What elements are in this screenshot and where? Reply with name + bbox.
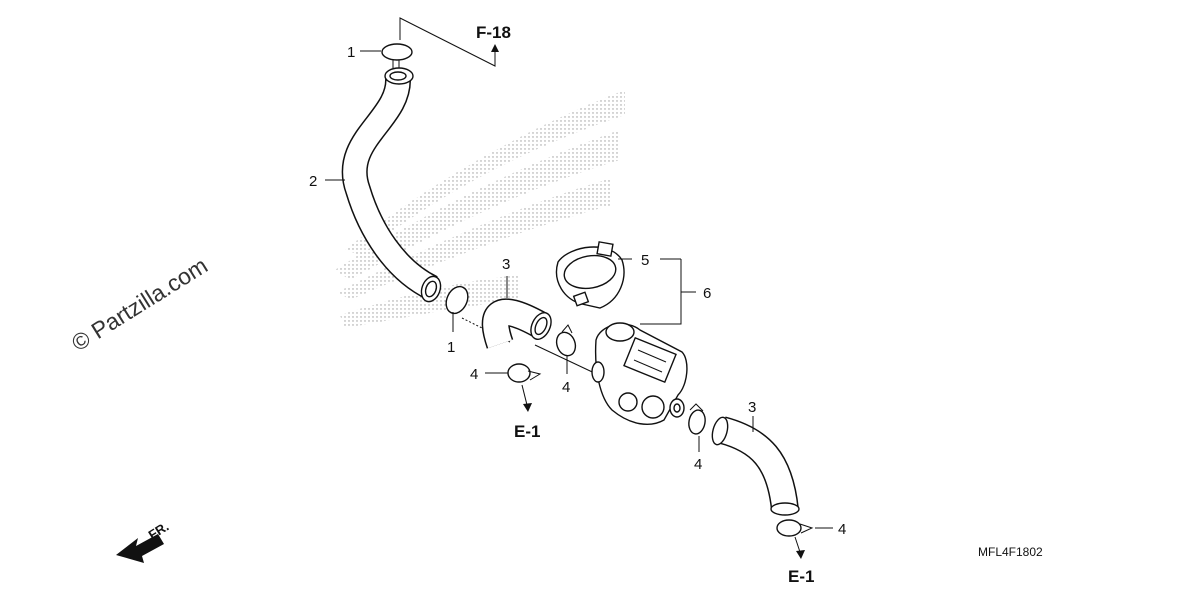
air-hose-long: [341, 67, 442, 303]
callout-clamp-lower: 4: [694, 456, 702, 473]
callout-clamp-bottom: 4: [838, 521, 846, 538]
callout-hose-long: 2: [309, 173, 317, 190]
valve-bracket: [555, 241, 625, 309]
ref-label-bottom: E-1: [788, 567, 814, 586]
hose-clip-top: [381, 43, 413, 70]
ref-leader-top: [399, 17, 499, 67]
air-injection-control-valve: [591, 322, 688, 426]
callout-clip-mid: 1: [447, 339, 455, 356]
callout-assembly: 6: [703, 285, 711, 302]
front-arrow-icon: [116, 534, 164, 563]
air-hose-short: [481, 298, 552, 349]
watermark: © Partzilla.com: [67, 252, 212, 356]
callout-clamp-mid: 4: [562, 379, 570, 396]
ref-label-top: F-18: [476, 23, 511, 42]
callout-hose-lower: 3: [748, 399, 756, 416]
hose-clamp-bottom: [776, 519, 814, 537]
hose-clip-mid: [445, 285, 469, 315]
hose-clamp-mid: [555, 324, 577, 357]
air-hose-lower: [711, 416, 800, 516]
callout-hose-short: 3: [502, 256, 510, 273]
ref-label-left: E-1: [514, 422, 540, 441]
callout-clip-top: 1: [347, 44, 355, 61]
diagram-code: MFL4F1802: [978, 545, 1043, 559]
hose-clamp-left: [507, 363, 542, 383]
callout-bracket: 5: [641, 252, 649, 269]
callout-clamp-left: 4: [470, 366, 478, 383]
hose-clamp-lower: [688, 403, 706, 435]
